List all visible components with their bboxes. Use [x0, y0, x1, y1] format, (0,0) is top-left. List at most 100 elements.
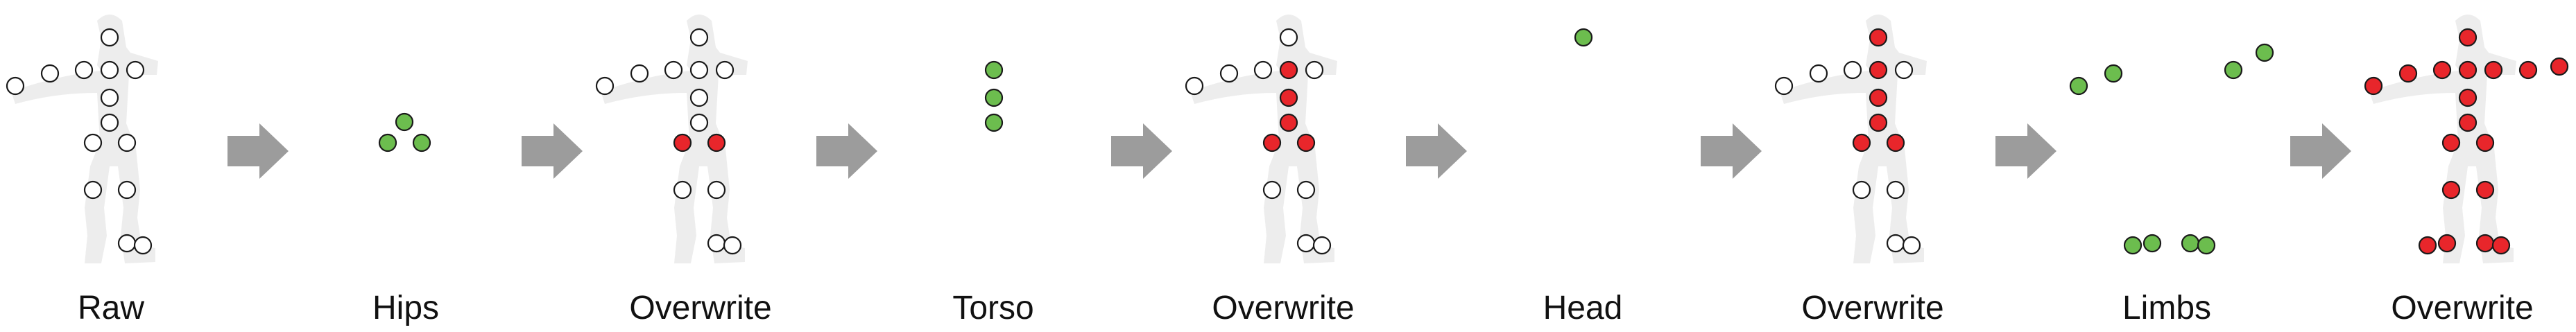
- stage-7: Overwrite: [1774, 15, 1944, 326]
- stage-caption: Overwrite: [1801, 290, 1943, 326]
- body-silhouette: [2369, 15, 2516, 263]
- stage-4: Torso: [952, 60, 1034, 326]
- overwritten-joint: [2550, 57, 2569, 76]
- raw-joint: [1296, 234, 1316, 253]
- new-joint: [984, 88, 1004, 107]
- raw-joint: [630, 64, 649, 83]
- raw-joint: [83, 133, 103, 152]
- stage-caption: Overwrite: [2391, 290, 2533, 326]
- raw-joint: [689, 28, 709, 47]
- raw-joint: [1886, 180, 1905, 200]
- raw-joint: [117, 133, 137, 152]
- overwritten-joint: [1262, 133, 1282, 152]
- overwritten-joint: [2364, 76, 2383, 96]
- raw-joint: [100, 113, 119, 132]
- stage-caption: Hips: [372, 290, 439, 326]
- overwritten-joint: [2441, 180, 2461, 200]
- new-joint: [984, 113, 1004, 132]
- raw-joint: [664, 60, 683, 80]
- new-joint: [378, 133, 397, 152]
- overwritten-joint: [2458, 88, 2478, 107]
- raw-joint: [689, 113, 709, 132]
- raw-joint: [1279, 28, 1298, 47]
- new-joint: [2224, 60, 2243, 80]
- new-joint: [395, 112, 414, 132]
- overwritten-joint: [1869, 28, 1888, 47]
- overwritten-joint: [2432, 60, 2452, 80]
- overwritten-joint: [1869, 88, 1888, 107]
- overwritten-joint: [2491, 236, 2511, 255]
- raw-joint: [1253, 60, 1273, 80]
- overwritten-joint: [1886, 133, 1905, 152]
- raw-joint: [1886, 234, 1905, 253]
- raw-joint: [74, 60, 94, 80]
- stage-caption: Raw: [78, 290, 144, 326]
- raw-joint: [1774, 76, 1794, 96]
- raw-joint: [100, 28, 119, 47]
- overwritten-joint: [673, 133, 692, 152]
- overwritten-joint: [2458, 113, 2478, 132]
- new-joint: [2197, 236, 2216, 255]
- raw-joint: [595, 76, 615, 96]
- raw-joint: [126, 60, 145, 80]
- raw-joint: [689, 60, 709, 80]
- overwritten-joint: [2418, 236, 2437, 255]
- overwritten-joint: [1279, 60, 1298, 80]
- stage-6: Head: [1543, 28, 1623, 326]
- overwritten-joint: [2458, 28, 2478, 47]
- raw-joint: [1852, 180, 1871, 200]
- overwritten-joint: [2398, 64, 2418, 83]
- raw-joint: [673, 180, 692, 200]
- new-joint: [2181, 234, 2200, 253]
- overwritten-joint: [2441, 133, 2461, 152]
- right-arrow-icon: [2290, 123, 2351, 179]
- raw-joint: [1902, 236, 1921, 255]
- new-joint: [2255, 43, 2274, 62]
- raw-joint: [689, 88, 709, 107]
- stage-caption: Head: [1543, 290, 1623, 326]
- overwritten-joint: [2437, 234, 2457, 253]
- new-joint: [2069, 76, 2088, 96]
- overwritten-joint: [1279, 88, 1298, 107]
- raw-joint: [117, 180, 137, 200]
- raw-joint: [723, 236, 742, 255]
- raw-joint: [1894, 60, 1914, 80]
- body-silhouette: [11, 15, 158, 263]
- body-silhouette: [601, 15, 748, 263]
- overwritten-joint: [2484, 60, 2503, 80]
- raw-joint: [715, 60, 735, 80]
- raw-joint: [83, 180, 103, 200]
- right-arrow-icon: [522, 123, 583, 179]
- overwritten-joint: [2475, 234, 2495, 253]
- raw-joint: [117, 234, 137, 253]
- stage-caption: Overwrite: [1212, 290, 1354, 326]
- raw-joint: [1843, 60, 1862, 80]
- raw-joint: [1296, 180, 1316, 200]
- body-silhouette: [1780, 15, 1927, 263]
- overwritten-joint: [1869, 113, 1888, 132]
- new-joint: [412, 133, 431, 152]
- stage-caption: Limbs: [2122, 290, 2211, 326]
- stage-9: Overwrite: [2364, 15, 2569, 326]
- right-arrow-icon: [1406, 123, 1467, 179]
- raw-joint: [100, 88, 119, 107]
- raw-joint: [1312, 236, 1332, 255]
- overwritten-joint: [2458, 60, 2478, 80]
- overwritten-joint: [1279, 113, 1298, 132]
- raw-joint: [1305, 60, 1324, 80]
- overwritten-joint: [707, 133, 726, 152]
- raw-joint: [40, 64, 60, 83]
- right-arrow-icon: [1995, 123, 2056, 179]
- raw-joint: [1262, 180, 1282, 200]
- new-joint: [984, 60, 1004, 80]
- new-joint: [2123, 236, 2143, 255]
- raw-joint: [100, 60, 119, 80]
- new-joint: [1574, 28, 1593, 47]
- raw-joint: [1185, 76, 1204, 96]
- stage-3: Overwrite: [595, 15, 772, 326]
- overwritten-joint: [1869, 60, 1888, 80]
- new-joint: [2104, 64, 2123, 83]
- overwritten-joint: [2475, 180, 2495, 200]
- raw-joint: [6, 76, 25, 96]
